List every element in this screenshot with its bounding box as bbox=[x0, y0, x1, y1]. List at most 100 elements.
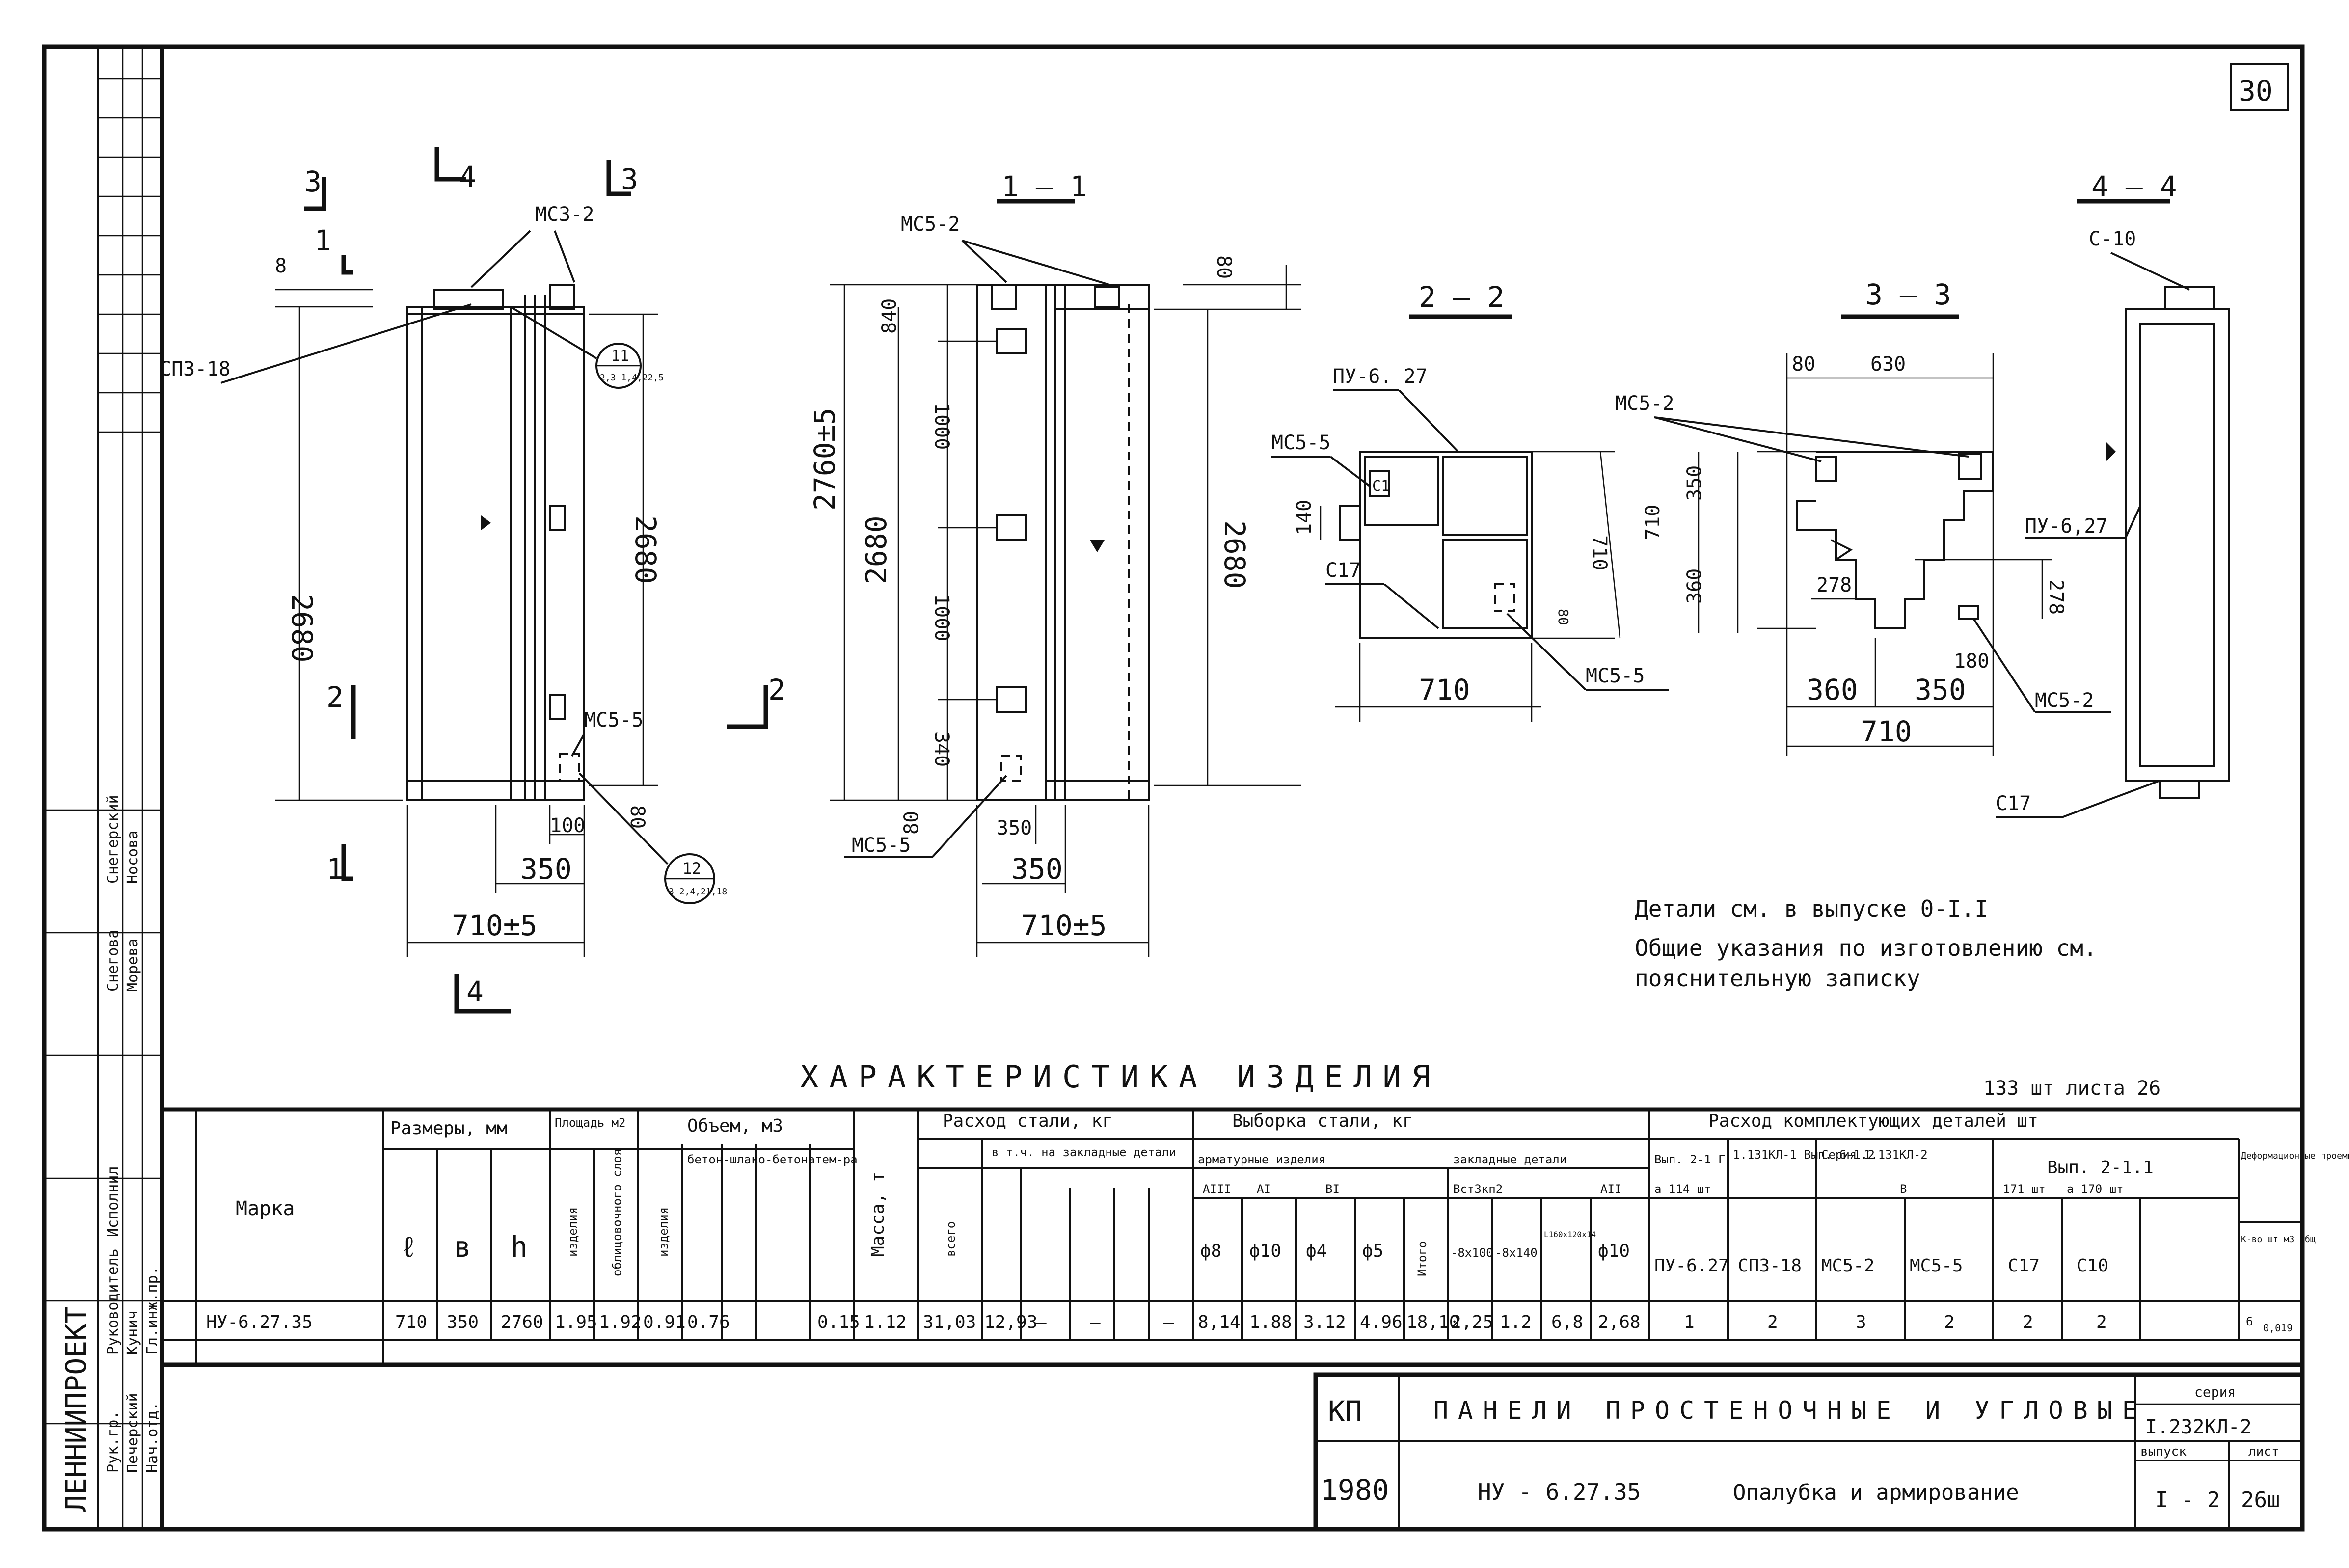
svg-text:С17: С17 bbox=[2008, 1256, 2040, 1276]
view-section-3-3: 3 — 3 МС5-2 МС5-2 80 630 350 710 360 278… bbox=[1615, 278, 2111, 756]
dim: 180 bbox=[1954, 650, 1989, 673]
section-title: 2 — 2 bbox=[1419, 280, 1505, 314]
view-section-2-2: 2 — 2 ПУ-6. 27 МС5-5 С17 С1 МС5-5 140 71… bbox=[1271, 280, 1669, 722]
stamp-name: Руководитель bbox=[105, 1248, 122, 1355]
tb-code: КП bbox=[1328, 1395, 1362, 1428]
view-section-1-1: 1 — 1 МС5-2 МС5-5 bbox=[808, 170, 1301, 957]
note-line: Общие указания по изготовлению см. bbox=[1635, 935, 2097, 961]
dim: 350 bbox=[997, 817, 1032, 839]
dim: 140 bbox=[1293, 500, 1316, 535]
svg-text:В: В bbox=[1900, 1182, 1907, 1196]
svg-text:0.76: 0.76 bbox=[687, 1312, 730, 1332]
dim: 710±5 bbox=[452, 909, 538, 942]
svg-text:2: 2 bbox=[1944, 1312, 1955, 1332]
svg-text:а 114 шт: а 114 шт bbox=[1654, 1182, 1711, 1196]
svg-text:0.15: 0.15 bbox=[817, 1312, 860, 1332]
stamp-name: Кунич bbox=[124, 1311, 141, 1355]
svg-text:2: 2 bbox=[2096, 1312, 2107, 1332]
cut-mark: 3 bbox=[304, 165, 322, 198]
left-stamp: ЛЕННИИПРОЕКТ Рук.гр. Руководитель Исполн… bbox=[44, 78, 162, 1512]
tb-mark: НУ - 6.27.35 bbox=[1478, 1479, 1641, 1505]
dim: 2680 bbox=[1218, 520, 1251, 589]
label-ms5-2-b: МС5-2 bbox=[2035, 689, 2094, 712]
sheet-frame bbox=[42, 44, 2305, 1532]
label-c17: С17 bbox=[1325, 559, 1361, 582]
svg-text:ф10: ф10 bbox=[1598, 1241, 1630, 1261]
svg-text:1.95: 1.95 bbox=[555, 1312, 597, 1332]
characteristics-table: ХАРАКТЕРИСТИКА ИЗДЕЛИЯ 133 шт листа 26 bbox=[160, 1059, 2349, 1367]
cut-mark: 1 bbox=[314, 224, 331, 257]
col-area-item: изделия bbox=[566, 1207, 580, 1257]
svg-text:ф4: ф4 bbox=[1306, 1241, 1327, 1261]
tb-sheet-label: лист bbox=[2248, 1444, 2279, 1459]
dim: 350 bbox=[1683, 465, 1706, 501]
svg-text:710: 710 bbox=[395, 1312, 427, 1332]
col-vol-item: изделия bbox=[657, 1207, 671, 1257]
col-steel-total: всего bbox=[944, 1221, 958, 1257]
stamp-name: Снегова bbox=[105, 930, 122, 992]
svg-text:—: — bbox=[1163, 1312, 1174, 1332]
cell-mark: НУ-6.27.35 bbox=[206, 1312, 313, 1332]
svg-text:2,3-1,4,22,5: 2,3-1,4,22,5 bbox=[600, 373, 664, 383]
svg-text:0,019: 0,019 bbox=[2263, 1322, 2293, 1334]
dim: 2680 bbox=[860, 515, 893, 584]
col-sample: Выборка стали, кг bbox=[1232, 1111, 1413, 1131]
svg-text:Вст3кп2: Вст3кп2 bbox=[1453, 1182, 1503, 1196]
dim: 278 bbox=[2045, 579, 2067, 615]
svg-text:ПУ-6.27: ПУ-6.27 bbox=[1654, 1256, 1729, 1276]
col-volume: Объем, м3 bbox=[687, 1116, 783, 1136]
svg-text:4.96: 4.96 bbox=[1360, 1312, 1403, 1332]
stamp-name: Носова bbox=[124, 831, 141, 884]
notes-block: Детали см. в выпуске 0-I.I Общие указани… bbox=[1635, 893, 2097, 994]
svg-text:АII: АII bbox=[1600, 1182, 1621, 1196]
svg-text:ф5: ф5 bbox=[1362, 1241, 1383, 1261]
label-ms5-5: МС5-5 bbox=[852, 834, 911, 857]
label-pu: ПУ-6. 27 bbox=[1333, 365, 1428, 388]
dim: 2680 bbox=[285, 594, 319, 663]
svg-text:3: 3 bbox=[1856, 1312, 1866, 1332]
col-comp: Расход комплектующих деталей шт bbox=[1708, 1111, 2038, 1131]
col-area: Площадь м2 bbox=[555, 1116, 626, 1130]
svg-text:1.131КЛ-1 Вып. 6-1.2: 1.131КЛ-1 Вып. 6-1.2 bbox=[1733, 1148, 1875, 1162]
svg-text:1.88: 1.88 bbox=[1249, 1312, 1292, 1332]
dim: 80 bbox=[1792, 353, 1815, 376]
col-steel-incl: в т.ч. на закладные детали bbox=[992, 1145, 1176, 1159]
tb-issue-label: выпуск bbox=[2140, 1444, 2187, 1459]
dim: 2760±5 bbox=[808, 407, 841, 511]
label-c17: С17 bbox=[1996, 792, 2031, 815]
svg-text:3.12: 3.12 bbox=[1303, 1312, 1346, 1332]
svg-text:2: 2 bbox=[2023, 1312, 2033, 1332]
svg-text:2,25: 2,25 bbox=[1451, 1312, 1493, 1332]
stamp-name: Гл.инж.пр. bbox=[144, 1266, 161, 1355]
dim: 2680 bbox=[629, 515, 662, 584]
svg-text:12,93: 12,93 bbox=[984, 1312, 1037, 1332]
dim: 1000 bbox=[930, 403, 953, 450]
note-line: Детали см. в выпуске 0-I.I bbox=[1635, 895, 1989, 922]
svg-text:-8х140: -8х140 bbox=[1495, 1246, 1538, 1260]
stamp-name: Нач.отд. bbox=[144, 1402, 161, 1473]
cut-mark: 4 bbox=[459, 160, 476, 193]
svg-text:Серия 1.131КЛ-2: Серия 1.131КЛ-2 bbox=[1821, 1148, 1928, 1162]
view-section-4-4: 4 — 4 С-10 ПУ-6,27 С17 bbox=[1996, 170, 2230, 818]
svg-text:1.92: 1.92 bbox=[599, 1312, 642, 1332]
section-title: 4 — 4 bbox=[2091, 170, 2177, 203]
table-right-caption: 133 шт листа 26 bbox=[1983, 1077, 2160, 1100]
col-area-face: облицовочного слоя bbox=[610, 1149, 624, 1276]
label-ms5-5-2: МС5-5 bbox=[1586, 665, 1645, 687]
dim: 710 bbox=[1642, 505, 1664, 540]
svg-text:Вып. 2-1.1: Вып. 2-1.1 bbox=[2047, 1158, 2154, 1178]
svg-text:8,14: 8,14 bbox=[1198, 1312, 1241, 1332]
svg-text:ф8: ф8 bbox=[1200, 1241, 1221, 1261]
svg-text:171 шт: 171 шт bbox=[2003, 1182, 2046, 1196]
tb-series-label: серия bbox=[2194, 1384, 2236, 1400]
col-sample-sub2: закладные детали bbox=[1453, 1153, 1566, 1166]
col-vol-sub: бетон-шлако-бетона bbox=[687, 1153, 815, 1166]
dim: 8 bbox=[275, 255, 287, 277]
svg-text:АIII: АIII bbox=[1203, 1182, 1231, 1196]
svg-text:СП3-18: СП3-18 bbox=[1738, 1256, 1802, 1276]
cut-mark: 1 bbox=[326, 852, 344, 886]
dim: 840 bbox=[878, 298, 901, 334]
col-mass: Масса, т bbox=[868, 1172, 888, 1257]
label-ms5-2: МС5-2 bbox=[1615, 392, 1674, 415]
